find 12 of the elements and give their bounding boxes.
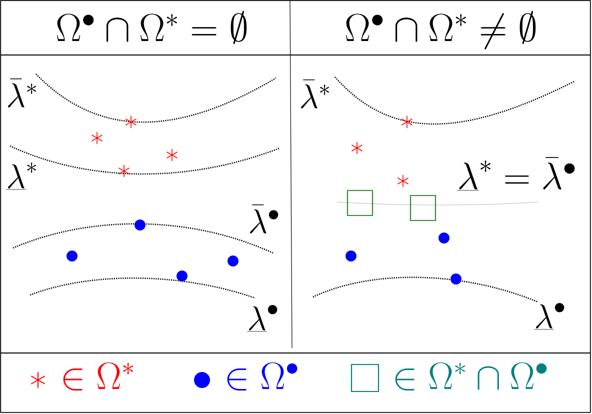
curve-label: $\underline{\lambda}^\bullet$ (247, 305, 278, 332)
column-heading: $\Omega^\bullet \cap \Omega^* \neq \emptyset$ (346, 10, 536, 50)
legend-label: $\in \Omega^* \cap \Omega^\bullet$ (395, 362, 547, 390)
curve-label: $\underline{\lambda}^\bullet$ (534, 303, 564, 330)
legend-label: $\in \Omega^\bullet$ (227, 362, 298, 390)
curve-label: $\bar{\lambda}^*$ (8, 78, 36, 108)
legend-label: $\in \Omega^*$ (63, 362, 133, 390)
column-heading: $\Omega^\bullet \cap \Omega^* = \emptyset$ (56, 10, 247, 44)
curve-label: $\underline{\lambda}^* = \bar{\lambda}^\bullet$ (457, 157, 575, 190)
curve-label: $\underline{\lambda}^*$ (6, 162, 36, 190)
curve-label: $\bar{\lambda}^\bullet$ (250, 204, 278, 234)
curve-label: $\bar{\lambda}^*$ (301, 79, 329, 108)
